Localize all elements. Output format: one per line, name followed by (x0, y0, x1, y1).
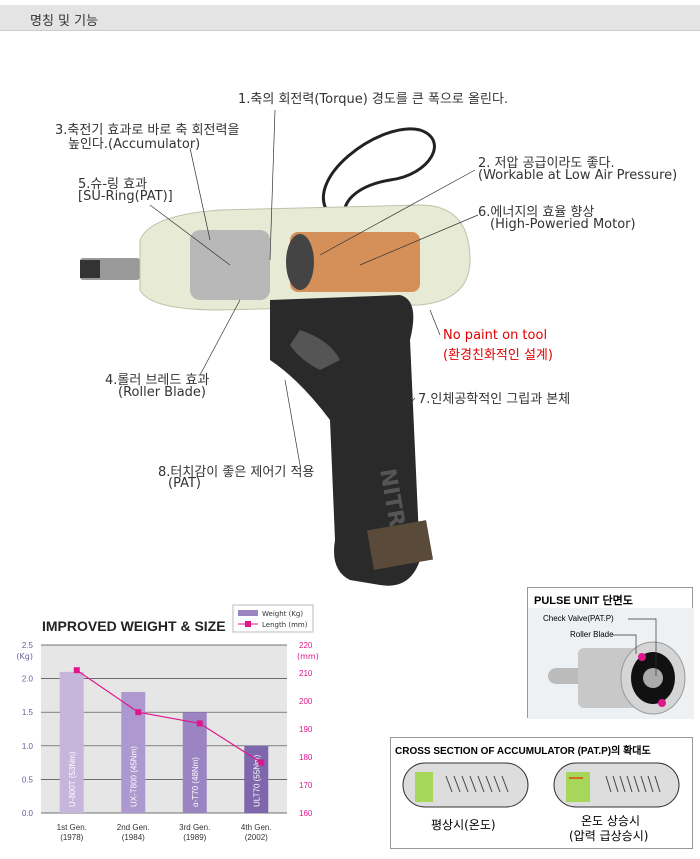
section-header: 명칭 및 기능 (0, 5, 700, 31)
bar-label: UX-T800 (45Nm) (129, 746, 138, 807)
caption-normal: 평상시(온도) (431, 818, 496, 832)
callout-6: 6.에너지의 효율 향상 (478, 205, 595, 220)
callout-8: 8.터치감이 좋은 제어기 적용 (158, 465, 315, 480)
right-tick-label: 190 (299, 725, 313, 734)
right-tick-label: 170 (299, 781, 313, 790)
callout-3-sub: 높인다.(Accumulator) (68, 137, 201, 152)
note-eco-design: (환경친화적인 설계) (443, 348, 553, 363)
legend (232, 604, 314, 633)
accumulator-panel: CROSS SECTION OF ACCUMULATOR (PAT.P)의 확대… (390, 737, 693, 849)
roller-blade-label: Roller Blade (570, 630, 614, 639)
pulse-unit-image (528, 608, 694, 719)
section-title: 명칭 및 기능 (30, 14, 99, 29)
bar-label: α-T70 (48Nm) (191, 757, 200, 807)
weight-bar (244, 745, 269, 813)
motor (290, 232, 420, 292)
length-marker (196, 720, 203, 727)
callout-8-sub: (PAT) (168, 476, 201, 491)
legend-swatch-weight (238, 610, 258, 616)
trigger (290, 330, 340, 370)
callout-2-sub: (Workable at Low Air Pressure) (478, 168, 678, 183)
cross-section-heated (553, 762, 680, 808)
left-tick-label: 2.0 (22, 675, 34, 684)
right-tick-label: 210 (299, 669, 313, 678)
callout-3: 3.축전기 효과로 바로 축 회전력을 (55, 123, 240, 138)
left-tick-label: 0.0 (22, 809, 34, 818)
right-axis-unit: (mm) (297, 652, 319, 661)
callout-5: 5.슈-링 효과 (78, 177, 148, 192)
category-label: 1st Gen. (57, 823, 87, 832)
legend-length: Length (mm) (262, 621, 308, 629)
weight-bar (182, 712, 207, 813)
grip (270, 295, 420, 586)
length-marker (73, 667, 80, 674)
length-marker (135, 709, 142, 716)
category-label: (1989) (183, 833, 206, 842)
weight-bar (59, 671, 84, 813)
category-label: (2002) (245, 833, 268, 842)
left-tick-label: 1.5 (22, 708, 34, 717)
right-tick-label: 220 (299, 641, 313, 650)
right-tick-label: 160 (299, 809, 313, 818)
category-label: (1984) (122, 833, 145, 842)
accumulator-title: CROSS SECTION OF ACCUMULATOR (PAT.P)의 확대… (395, 746, 651, 757)
callout-2: 2. 저압 공급이라도 좋다. (478, 156, 615, 171)
left-tick-label: 1.0 (22, 742, 34, 751)
weight-size-chart: 0.0 0.5 1.0 1.5 2.0 2.5 (Kg) 160 170 180 190 200 210… (16, 604, 319, 842)
accumulator-cross-sections (402, 762, 680, 808)
left-tick-label: 0.5 (22, 775, 34, 784)
callout-7: 7.인체공학적인 그립과 본체 (418, 392, 571, 407)
legend-weight: Weight (Kg) (262, 610, 303, 618)
length-line (76, 669, 262, 764)
caption-heated: 온도 상승시 (581, 814, 641, 828)
callout-4-sub: (Roller Blade) (118, 385, 206, 400)
cross-section-normal (402, 762, 529, 808)
right-tick-label: 180 (299, 753, 313, 762)
category-label: (1978) (60, 833, 83, 842)
left-tick-label: 2.5 (22, 641, 34, 650)
callout-6-sub: (High-Poweried Motor) (490, 217, 636, 232)
callout-1: 1.축의 회전력(Torque) 경도를 큰 폭으로 올린다. (238, 92, 509, 107)
chart-title: IMPROVED WEIGHT & SIZE (42, 618, 226, 634)
right-tick-label: 200 (299, 697, 313, 706)
category-label: 3rd Gen. (179, 823, 210, 832)
impact-wrench-illustration: NITRUN (80, 109, 479, 586)
caption-heated-sub: (압력 급상승시) (569, 829, 649, 843)
left-axis-unit: (Kg) (16, 652, 33, 661)
legend-marker-length (245, 621, 251, 627)
check-valve-label: Check Valve(PAT.P) (543, 614, 614, 623)
category-label: 2nd Gen. (117, 823, 150, 832)
callout-4: 4.롤러 브레드 효과 (105, 373, 210, 388)
note-no-paint: No paint on tool (443, 328, 548, 343)
pulse-unit-panel: PULSE UNIT 단면도 Check Valve(PAT.P) Roller… (527, 587, 694, 719)
callout-5-sub: [SU-Ring(PAT)] (78, 189, 173, 204)
bar-label: U-800T (53Nm) (68, 751, 77, 807)
pulse-unit-title: PULSE UNIT 단면도 (534, 595, 633, 607)
bar-label: ULT70 (55Nm) (252, 754, 261, 807)
leader-lines (149, 109, 479, 466)
category-label: 4th Gen. (241, 823, 272, 832)
length-marker (258, 759, 265, 766)
hanger-hook (321, 127, 436, 221)
